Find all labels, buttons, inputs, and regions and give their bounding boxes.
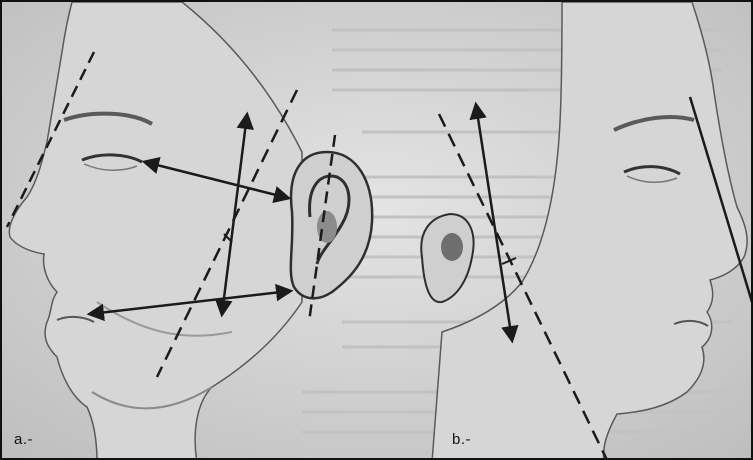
panel-label-a: a.- xyxy=(14,431,33,448)
panel-label-b: b.- xyxy=(452,431,471,448)
